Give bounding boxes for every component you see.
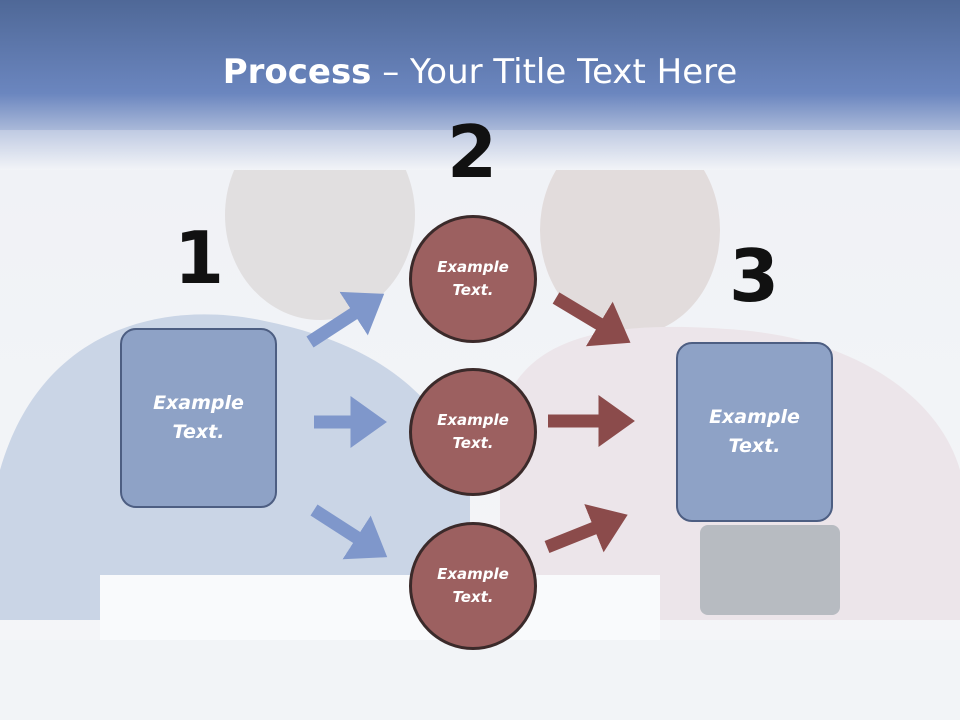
left-text-box: Example Text.	[120, 328, 277, 508]
step-number-1: 1	[173, 216, 225, 300]
arrow-to-circle-3	[310, 504, 388, 560]
left-box-line1: Example	[153, 392, 244, 414]
circle-1-line1: Example	[437, 258, 509, 276]
slide-title: Process – Your Title Text Here	[0, 52, 960, 92]
circle-3-line2: Text.	[452, 588, 494, 606]
right-box-line1: Example	[709, 406, 800, 428]
circle-2-line1: Example	[437, 411, 509, 429]
arrow-to-circle-1	[306, 291, 385, 348]
circle-3-line1: Example	[437, 565, 509, 583]
title-rest: – Your Title Text Here	[371, 52, 738, 92]
circle-3: Example Text.	[409, 522, 537, 650]
step-number-2: 2	[446, 110, 498, 194]
arrow-from-circle-1	[552, 292, 631, 347]
left-box-line2: Text.	[172, 421, 225, 443]
circle-1-line2: Text.	[452, 281, 494, 299]
step-number-3: 3	[728, 234, 780, 318]
right-box-line2: Text.	[728, 435, 781, 457]
circle-2-line2: Text.	[452, 434, 494, 452]
arrow-from-circle-3	[544, 504, 628, 554]
circle-2: Example Text.	[409, 368, 537, 496]
circle-1: Example Text.	[409, 215, 537, 343]
right-text-box: Example Text.	[676, 342, 833, 522]
title-bold: Process	[222, 52, 372, 92]
